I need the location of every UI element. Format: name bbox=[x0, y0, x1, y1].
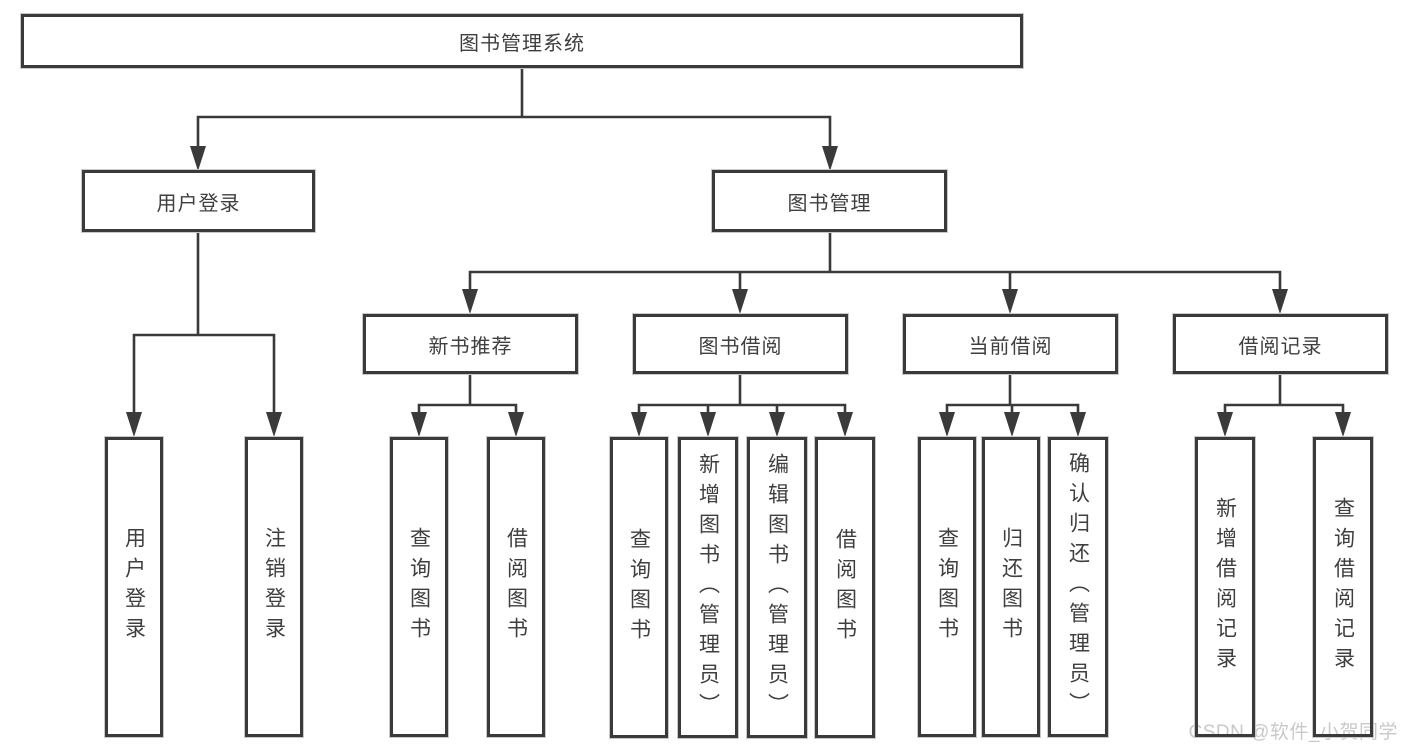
connector-level3-bus bbox=[468, 270, 1282, 302]
node-borrow-records: 借阅记录 bbox=[1173, 314, 1388, 374]
connector-borrow-bus bbox=[637, 403, 847, 424]
node-login-user: 用户登录 bbox=[105, 437, 163, 737]
node-current-query: 查询图书 bbox=[918, 437, 976, 737]
connector-level2-bus bbox=[196, 115, 832, 160]
arrowheads bbox=[126, 146, 1351, 437]
node-current-confirm: 确认归还（管理员） bbox=[1048, 437, 1108, 737]
node-new-book-rec: 新书推荐 bbox=[363, 314, 578, 374]
node-rec-borrow: 借阅图书 bbox=[487, 437, 545, 737]
node-login-group: 用户登录 bbox=[82, 170, 315, 232]
node-rec-query: 查询图书 bbox=[390, 437, 448, 737]
connector-records-bus bbox=[1223, 403, 1345, 424]
csdn-watermark: CSDN @软件_小贺同学 bbox=[1188, 722, 1398, 743]
node-borrow-add: 新增图书（管理员） bbox=[678, 437, 738, 738]
node-book-borrow: 图书借阅 bbox=[633, 314, 848, 374]
node-borrow-query: 查询图书 bbox=[610, 437, 668, 738]
node-borrow-edit: 编辑图书（管理员） bbox=[747, 437, 807, 738]
node-root: 图书管理系统 bbox=[21, 14, 1023, 68]
node-records-query: 查询借阅记录 bbox=[1313, 437, 1373, 737]
node-current-borrow: 当前借阅 bbox=[903, 314, 1118, 374]
node-current-return: 归还图书 bbox=[982, 437, 1040, 737]
node-mgmt-group: 图书管理 bbox=[712, 170, 947, 232]
node-borrow-borrow: 借阅图书 bbox=[815, 437, 875, 738]
node-login-logout: 注销登录 bbox=[245, 437, 303, 737]
connector-rec-bus bbox=[417, 403, 518, 424]
node-records-add: 新增借阅记录 bbox=[1195, 437, 1255, 737]
connector-login-bus bbox=[132, 333, 276, 424]
